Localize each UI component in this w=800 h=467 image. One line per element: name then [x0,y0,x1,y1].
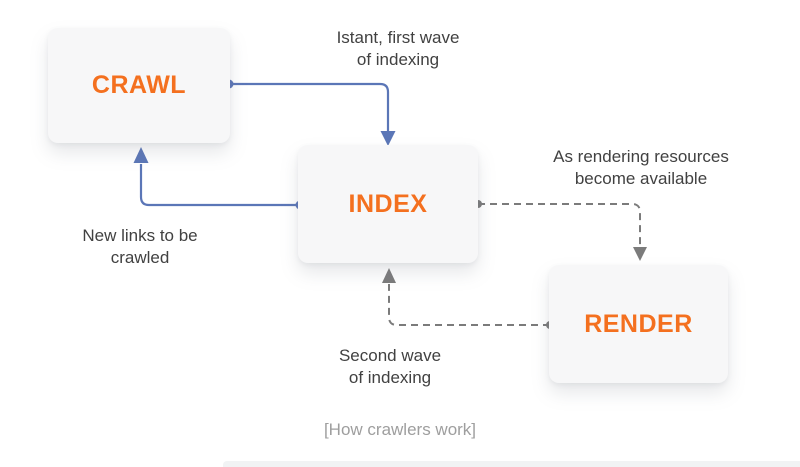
edge-crawl-to-index [224,79,396,146]
bottom-strip [223,461,800,467]
edge-label-second-wave: Second wave of indexing [338,346,442,387]
node-index-label: INDEX [348,189,428,218]
node-render-label: RENDER [584,309,693,338]
node-crawl-label: CRAWL [91,71,187,99]
node-crawl: CRAWL [48,28,230,143]
edge-render-to-index [382,268,554,329]
edge-index-to-render [474,200,647,261]
node-index: INDEX [298,145,478,263]
diagram-caption: [How crawlers work] [323,420,477,439]
edge-label-first-wave: Istant, first wave of indexing [336,28,460,69]
edge-label-new-links: New links to be crawled [82,226,198,267]
edge-label-rendering-resources: As rendering resources become available [553,147,729,188]
node-render: RENDER [549,265,728,383]
edge-index-to-crawl [133,147,305,210]
